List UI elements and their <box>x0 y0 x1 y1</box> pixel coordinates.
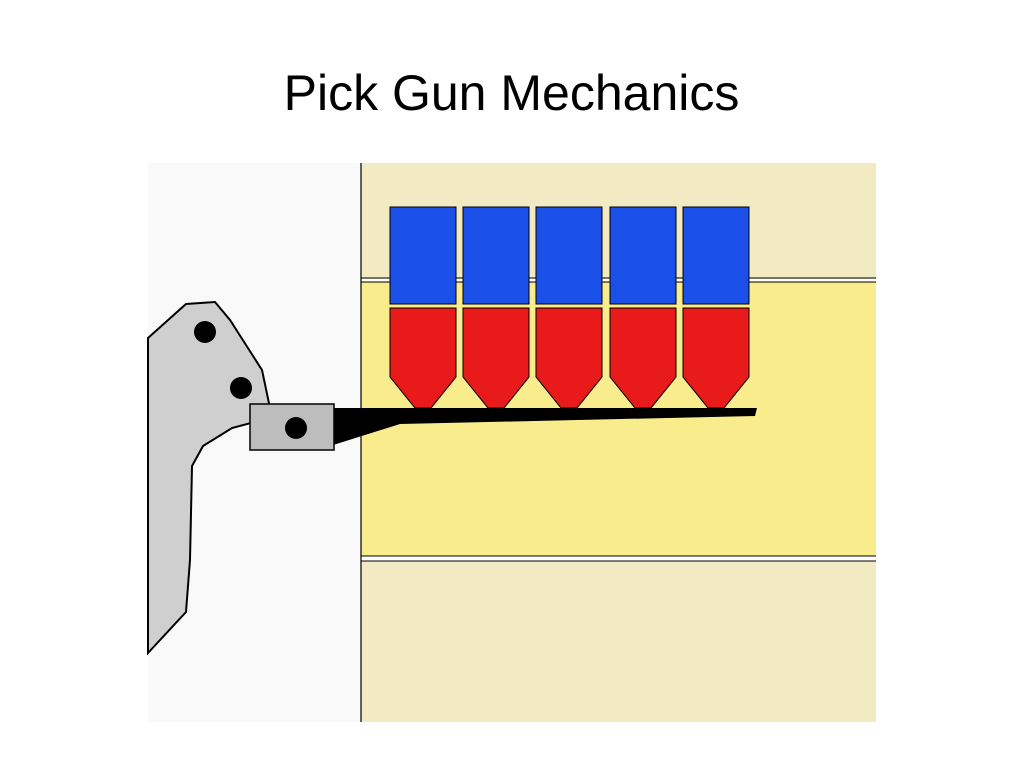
pin-stack-2 <box>462 206 530 409</box>
driver-pin <box>462 206 530 305</box>
driver-pin <box>389 206 457 305</box>
pin-stack-3 <box>535 206 603 409</box>
pin-stack-4 <box>609 206 677 409</box>
dot-icon <box>285 417 307 439</box>
lock-housing-lower <box>361 561 876 722</box>
slide-title: Pick Gun Mechanics <box>283 65 740 121</box>
dot-icon <box>230 377 252 399</box>
pin-stack-1 <box>389 206 457 409</box>
driver-pin <box>682 206 750 305</box>
driver-pin <box>609 206 677 305</box>
driver-pin <box>535 206 603 305</box>
dot-icon <box>194 321 216 343</box>
pin-stack-5 <box>682 206 750 409</box>
pick-needle <box>330 408 757 446</box>
